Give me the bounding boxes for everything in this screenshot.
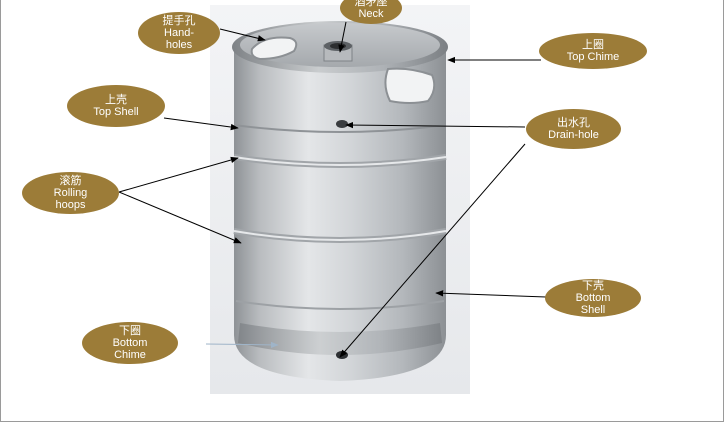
label-rolling-hoops: 滚筋 Rolling hoops [22, 172, 119, 214]
label-bottom-shell-en-2: Shell [580, 304, 606, 316]
label-bottom-shell: 下壳 Bottom Shell [545, 279, 641, 317]
label-drain-hole-cn: 出水孔 [557, 117, 590, 129]
arrow-rolling-hoop-lower [118, 191, 242, 244]
label-rolling-hoops-cn: 滚筋 [59, 175, 82, 187]
label-drain-hole-en: Drain-hole [548, 129, 599, 141]
label-bottom-chime-en-2: Chime [114, 349, 146, 361]
label-neck-cn: 酒矛座 [354, 0, 388, 8]
arrow-drain-hole-bottom [339, 143, 526, 358]
label-bottom-chime-cn: 下圈 [119, 325, 141, 337]
arrow-neck [338, 21, 347, 53]
arrow-bottom-chime [205, 341, 279, 349]
label-rolling-hoops-en-1: Rolling [53, 187, 88, 199]
label-bottom-shell-en-1: Bottom [575, 292, 611, 304]
label-hand-holes-en-1: Hand- [164, 27, 194, 39]
label-top-shell-cn: 上壳 [105, 94, 127, 106]
label-hand-holes-cn: 提手孔 [162, 15, 196, 27]
label-bottom-chime: 下圈 Bottom Chime [82, 322, 178, 364]
arrow-drain-hole [345, 121, 526, 129]
label-top-shell: 上壳 Top Shell [67, 85, 165, 127]
label-top-shell-en: Top Shell [93, 106, 139, 118]
label-top-chime-cn: 上圈 [582, 39, 604, 51]
label-hand-holes: 提手孔 Hand- holes [138, 12, 220, 54]
keg-photo [210, 5, 470, 394]
label-rolling-hoops-en-2: hoops [55, 199, 86, 211]
label-top-chime: 上圈 Top Chime [539, 33, 647, 69]
label-bottom-chime-en-1: Bottom [112, 337, 148, 349]
label-top-chime-en: Top Chime [566, 51, 620, 63]
arrow-bottom-shell [435, 290, 547, 298]
arrow-rolling-hoop-upper [118, 156, 239, 193]
label-bottom-shell-cn: 下壳 [582, 280, 604, 292]
arrow-hand-holes [219, 28, 266, 42]
label-hand-holes-en-2: holes [165, 39, 193, 51]
label-drain-hole: 出水孔 Drain-hole [526, 109, 621, 149]
label-neck-en: Neck [358, 8, 384, 20]
arrow-top-shell [163, 117, 239, 131]
